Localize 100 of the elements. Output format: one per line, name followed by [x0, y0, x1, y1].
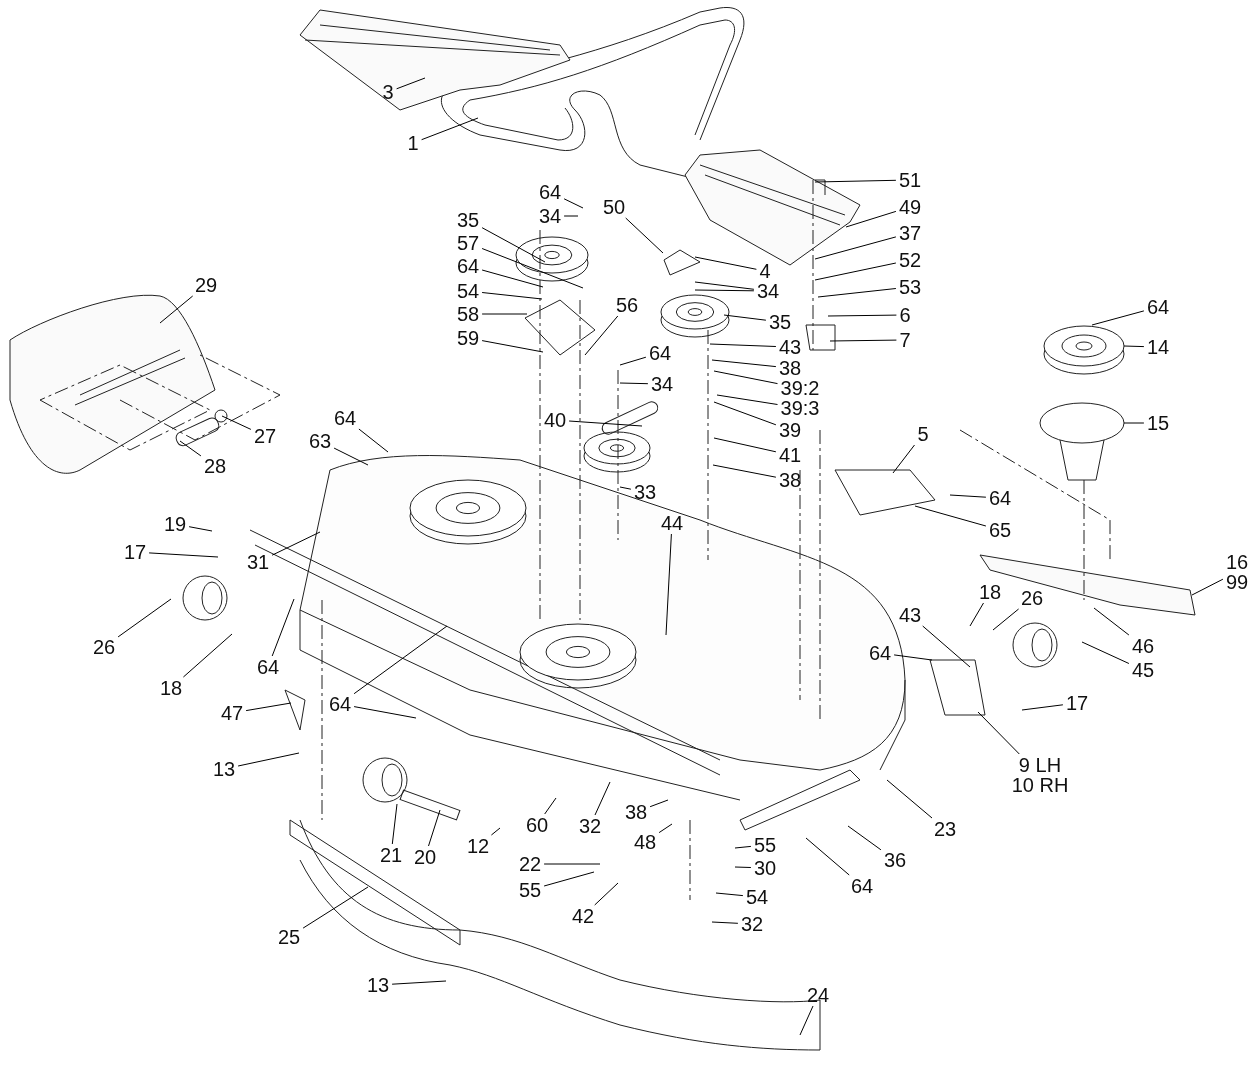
callout-number: 46 [1131, 636, 1155, 656]
leader-line [563, 215, 579, 217]
leader-line [481, 313, 528, 315]
callout-number: 34 [650, 374, 674, 394]
callout-number: 34 [756, 281, 780, 301]
leader-line [481, 227, 546, 263]
callout-number: 64 [333, 408, 357, 428]
leader-line [992, 608, 1020, 631]
leader-line [734, 845, 752, 849]
leader-line [245, 702, 292, 712]
callout-number: 20 [413, 847, 437, 867]
callout-number: 14 [1146, 337, 1170, 357]
callout-number: 24 [806, 985, 830, 1005]
callout-number: 29 [194, 275, 218, 295]
callout-number: 31 [246, 552, 270, 572]
leader-line [814, 179, 897, 183]
leader-line [847, 825, 882, 851]
callout-number: 58 [456, 304, 480, 324]
callout-number: 12 [466, 836, 490, 856]
leader-line [117, 598, 172, 638]
callout-number: 5 [917, 424, 929, 444]
leader-line [892, 444, 915, 474]
leader-line [353, 706, 417, 719]
leader-line [619, 486, 632, 490]
leader-line [1021, 704, 1064, 711]
callout-number: 56 [615, 295, 639, 315]
callout-number: 49 [898, 197, 922, 217]
callout-number: 39:2 [780, 378, 820, 398]
leader-line [977, 711, 1020, 755]
leader-line [886, 779, 933, 819]
leader-line [179, 440, 202, 457]
leader-line [969, 602, 984, 627]
leader-line [914, 505, 987, 527]
leader-line [421, 117, 479, 141]
callout-number: 39:3 [780, 398, 820, 418]
callout-number: 23 [933, 819, 957, 839]
callout-number: 38 [778, 358, 802, 378]
callout-number: 3 [382, 82, 394, 102]
callout-number: 55 [753, 835, 777, 855]
callout-number: 55 [518, 880, 542, 900]
leader-line [1081, 641, 1130, 664]
callout-number: 64 [256, 657, 280, 677]
callout-number: 59 [456, 328, 480, 348]
callout-number: 19 [163, 514, 187, 534]
leader-line [490, 827, 501, 836]
callout-number: 35 [456, 210, 480, 230]
leader-line [713, 401, 777, 426]
callout-number: 32 [578, 816, 602, 836]
leader-line [584, 315, 619, 356]
callout-number: 45 [1131, 660, 1155, 680]
callout-number: 63 [308, 431, 332, 451]
callout-number: 50 [602, 197, 626, 217]
callout-number: 17 [123, 542, 147, 562]
callout-number: 48 [633, 832, 657, 852]
leader-line [658, 823, 673, 834]
callout-number: 38 [778, 470, 802, 490]
callout-number: 16 [1225, 552, 1249, 572]
leader-line [619, 356, 647, 366]
callout-number: 99 [1225, 572, 1249, 592]
leader-line [302, 886, 369, 929]
callout-number: 44 [660, 513, 684, 533]
leader-line [358, 428, 389, 453]
leader-line [1191, 578, 1224, 596]
leader-line [188, 526, 213, 532]
leader-line [333, 447, 369, 466]
leader-line [817, 288, 897, 298]
callout-number: 37 [898, 223, 922, 243]
callout-number: 60 [525, 815, 549, 835]
leader-line [159, 295, 194, 324]
callout-number: 34 [538, 206, 562, 226]
leader-line [814, 262, 897, 281]
leader-line [1091, 310, 1145, 326]
callout-number: 26 [1020, 588, 1044, 608]
leader-line [845, 210, 897, 228]
leader-line [221, 415, 252, 430]
callout-number: 28 [203, 456, 227, 476]
leader-line [568, 420, 643, 427]
leader-line [829, 339, 897, 342]
callout-number: 27 [253, 426, 277, 446]
leader-line [1123, 422, 1145, 424]
callout-number: 21 [379, 845, 403, 865]
callout-number: 52 [898, 250, 922, 270]
callout-number: 33 [633, 482, 657, 502]
leader-line [694, 281, 755, 290]
callout-number: 53 [898, 277, 922, 297]
leader-line [481, 248, 584, 289]
leader-line [712, 464, 777, 478]
callout-number: 10 RH [1011, 775, 1069, 795]
leader-line [949, 494, 987, 498]
callout-number: 13 [212, 759, 236, 779]
callout-number: 4 [759, 261, 771, 281]
callout-number: 47 [220, 703, 244, 723]
callout-number: 54 [456, 281, 480, 301]
leader-line [391, 803, 398, 845]
callout-number: 64 [456, 256, 480, 276]
callout-number: 39 [778, 420, 802, 440]
leader-line [1123, 345, 1145, 348]
callout-number: 35 [768, 312, 792, 332]
leader-line [694, 289, 755, 292]
callout-number: 17 [1065, 693, 1089, 713]
